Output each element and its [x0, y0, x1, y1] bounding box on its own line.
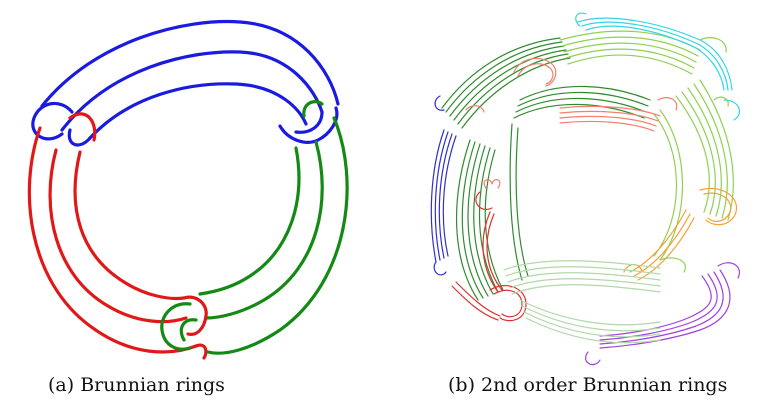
light-green-loops: [659, 37, 729, 273]
dark-green-band-inner: [509, 85, 651, 281]
heart-loops: [483, 179, 501, 189]
red-ring: [27, 112, 208, 360]
pale-green-band-bottom: [503, 260, 661, 344]
red-hook: [182, 295, 208, 336]
salmon-band: [465, 57, 678, 132]
second-order-brunnian-diagram: [430, 12, 741, 366]
blue-ring: [31, 19, 340, 147]
light-green-band-top: [559, 30, 701, 75]
green-ring: [160, 100, 349, 355]
cyan-band: [575, 12, 741, 121]
crimson-band: [451, 191, 527, 322]
caption-a: (a) Brunnian rings: [48, 374, 225, 396]
purple-band: [585, 262, 740, 366]
caption-b: (b) 2nd order Brunnian rings: [448, 374, 728, 396]
light-green-band-right: [653, 79, 734, 261]
dark-green-band-top: [441, 37, 571, 129]
indigo-band: [430, 95, 457, 276]
dark-green-band-left: [455, 139, 504, 301]
brunnian-rings-diagram: [27, 19, 349, 360]
